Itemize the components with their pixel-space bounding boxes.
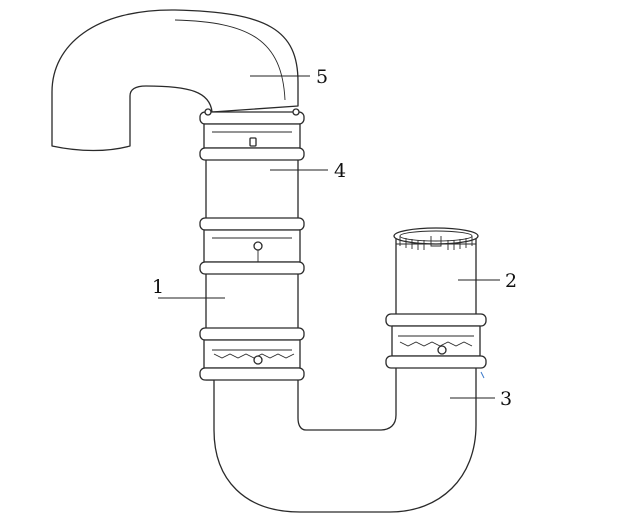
callout-4: 4 xyxy=(270,160,346,182)
top-bend-pipe xyxy=(51,9,299,152)
callout-3: 3 xyxy=(450,388,512,410)
callout-label-1: 1 xyxy=(152,276,164,298)
callout-label-2: 2 xyxy=(505,270,517,292)
bottom-bend-pipe xyxy=(213,359,477,513)
callout-1: 1 xyxy=(152,276,225,299)
callout-label-4: 4 xyxy=(334,160,346,182)
clamp-ring-right xyxy=(385,313,487,379)
clamp-ring-top xyxy=(199,108,305,161)
callout-label-5: 5 xyxy=(316,66,328,88)
callout-2: 2 xyxy=(458,270,517,292)
clamp-ring-lower xyxy=(199,327,305,381)
callout-5: 5 xyxy=(250,66,328,88)
callout-label-3: 3 xyxy=(500,388,512,410)
clamp-ring-middle xyxy=(199,217,305,275)
